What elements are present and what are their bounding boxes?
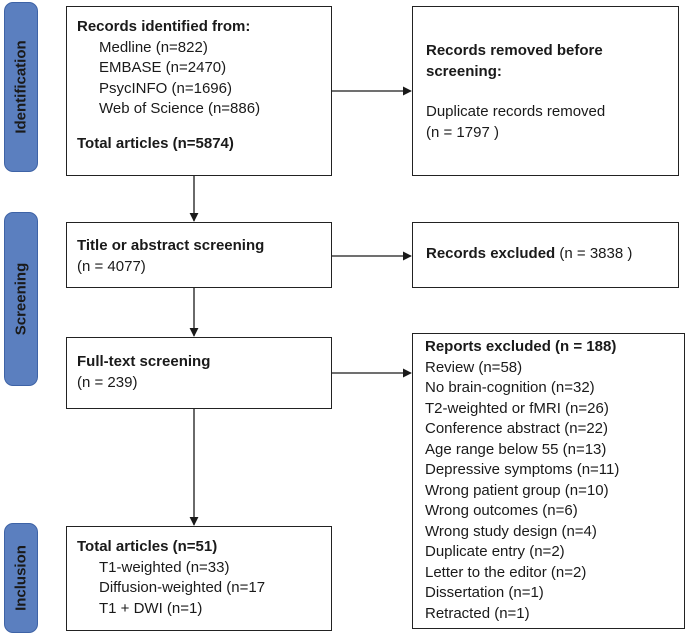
- included-total: Total articles (n=51): [77, 538, 218, 555]
- records-removed-box: Records removed before screening: Duplic…: [412, 6, 679, 176]
- title-abstract-screening-count: (n = 4077): [77, 257, 146, 275]
- source-web-of-science: Web of Science (n=886): [99, 100, 261, 117]
- phase-screening: Screening: [4, 212, 38, 386]
- included-item: Diffusion-weighted (n=17: [99, 579, 266, 596]
- reports-excluded-box: Reports excluded (n = 188) Review (n=58)…: [412, 333, 685, 629]
- records-identified-box: Records identified from: Medline (n=822)…: [66, 6, 332, 176]
- full-text-screening-title: Full-text screening: [77, 353, 211, 370]
- exclusion-reason: Wrong study design (n=4): [425, 522, 597, 540]
- exclusion-reason: Age range below 55 (n=13): [425, 440, 607, 458]
- records-removed-title-line2: screening:: [426, 62, 502, 80]
- exclusion-reason: Dissertation (n=1): [425, 584, 544, 601]
- full-text-screening-box: Full-text screening (n = 239): [66, 337, 332, 409]
- records-excluded-box: Records excluded (n = 3838 ): [412, 222, 679, 288]
- exclusion-reason: Duplicate entry (n=2): [425, 543, 565, 560]
- exclusion-reason: T2-weighted or fMRI (n=26): [425, 399, 609, 417]
- phase-identification: Identification: [4, 2, 38, 172]
- records-identified-title: Records identified from:: [77, 18, 251, 35]
- records-identified-total: Total articles (n=5874): [77, 134, 234, 152]
- records-removed-title-line1: Records removed before: [426, 42, 603, 59]
- records-excluded-count: (n = 3838 ): [555, 245, 633, 262]
- title-abstract-screening-box: Title or abstract screening (n = 4077): [66, 222, 332, 288]
- full-text-screening-count: (n = 239): [77, 373, 138, 391]
- included-studies-box: Total articles (n=51) T1-weighted (n=33)…: [66, 526, 332, 631]
- exclusion-reason: Letter to the editor (n=2): [425, 563, 587, 581]
- duplicates-removed-count: (n = 1797 ): [426, 123, 499, 141]
- exclusion-reason: Wrong patient group (n=10): [425, 481, 609, 499]
- phase-inclusion: Inclusion: [4, 523, 38, 633]
- duplicates-removed-label: Duplicate records removed: [426, 103, 606, 120]
- included-item: T1-weighted (n=33): [99, 558, 230, 576]
- exclusion-reason: Depressive symptoms (n=11): [425, 461, 620, 478]
- records-excluded-label: Records excluded: [426, 245, 556, 262]
- exclusion-reason: Conference abstract (n=22): [425, 420, 609, 437]
- reports-excluded-title: Reports excluded (n = 188): [425, 338, 617, 355]
- exclusion-reason: Wrong outcomes (n=6): [425, 502, 578, 519]
- exclusion-reason: No brain-cognition (n=32): [425, 379, 595, 396]
- exclusion-reason: Retracted (n=1): [425, 604, 530, 622]
- source-psycinfo: PsycINFO (n=1696): [99, 79, 232, 97]
- included-item: T1 + DWI (n=1): [99, 599, 203, 617]
- exclusion-reason: Review (n=58): [425, 358, 523, 376]
- title-abstract-screening-title: Title or abstract screening: [77, 237, 265, 254]
- source-medline: Medline (n=822): [99, 38, 208, 56]
- source-embase: EMBASE (n=2470): [99, 59, 227, 76]
